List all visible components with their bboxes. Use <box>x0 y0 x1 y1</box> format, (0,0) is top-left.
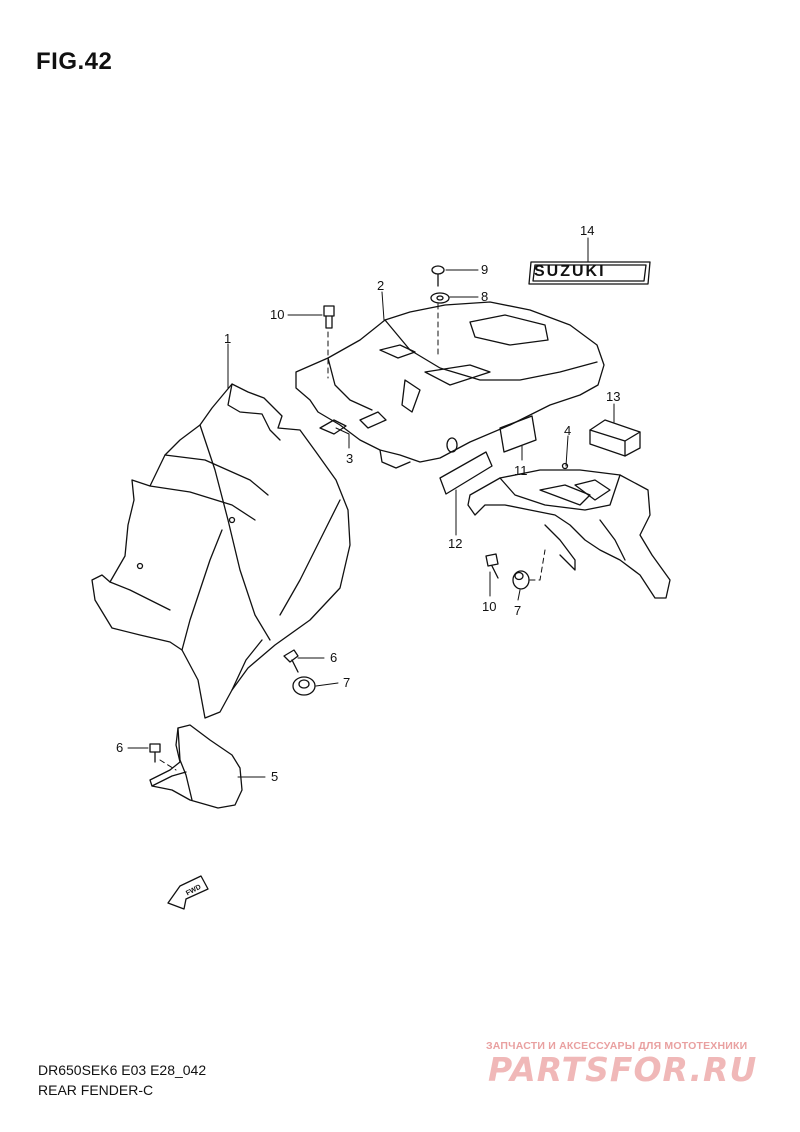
part-1-rear-fender-inner <box>91 383 351 719</box>
figure-code: DR650SEK6 E03 E28_042 <box>38 1062 207 1078</box>
callout-5: 5 <box>271 769 279 784</box>
part-4-fender-bracket <box>467 462 671 599</box>
assembly-lines <box>159 303 546 771</box>
fwd-arrow-icon <box>167 875 209 910</box>
part-7-cushion-upper <box>292 676 316 696</box>
callout-1: 1 <box>224 331 232 346</box>
part-12-pad <box>439 451 493 495</box>
part-13-cushion-block <box>589 419 641 457</box>
figure-title: FIG.42 <box>36 48 113 75</box>
callout-3: 3 <box>346 451 354 466</box>
part-5-mud-flap <box>149 724 243 809</box>
callout-10b: 10 <box>482 599 497 614</box>
part-11-reflector <box>499 415 537 453</box>
callout-9: 9 <box>481 262 489 277</box>
watermark-site: PARTSFOR.RU <box>488 1050 758 1089</box>
callout-11: 11 <box>514 463 528 478</box>
part-10-bolt-lower <box>485 553 499 579</box>
part-8-grommet <box>430 292 450 304</box>
part-2-rear-fender-upper <box>295 301 605 469</box>
callout-14: 14 <box>580 223 595 238</box>
callout-13: 13 <box>606 389 621 404</box>
emblem-label: SUZUKI <box>534 263 606 280</box>
part-6-screw-lower <box>149 743 161 763</box>
callout-6a: 6 <box>330 650 338 665</box>
part-14-suzuki-emblem <box>528 261 651 285</box>
callout-8: 8 <box>481 289 489 304</box>
callout-7a: 7 <box>343 675 351 690</box>
callout-2: 2 <box>377 278 385 293</box>
part-10-bolt-upper <box>323 305 335 329</box>
callout-10a: 10 <box>270 307 285 322</box>
callout-12: 12 <box>448 536 463 551</box>
callout-4: 4 <box>564 423 572 438</box>
watermark-tagline: ЗАПЧАСТИ И АКСЕССУАРЫ ДЛЯ МОТОТЕХНИКИ <box>486 1040 748 1052</box>
part-9-screw <box>431 265 445 287</box>
callout-6b: 6 <box>116 740 124 755</box>
figure-name: REAR FENDER-C <box>38 1082 154 1098</box>
part-6-screw-upper <box>283 649 299 673</box>
callout-7b: 7 <box>514 603 522 618</box>
part-7-cushion-lower <box>512 570 530 590</box>
part-3-clip-nut <box>319 419 347 435</box>
leader-lines <box>127 237 615 778</box>
